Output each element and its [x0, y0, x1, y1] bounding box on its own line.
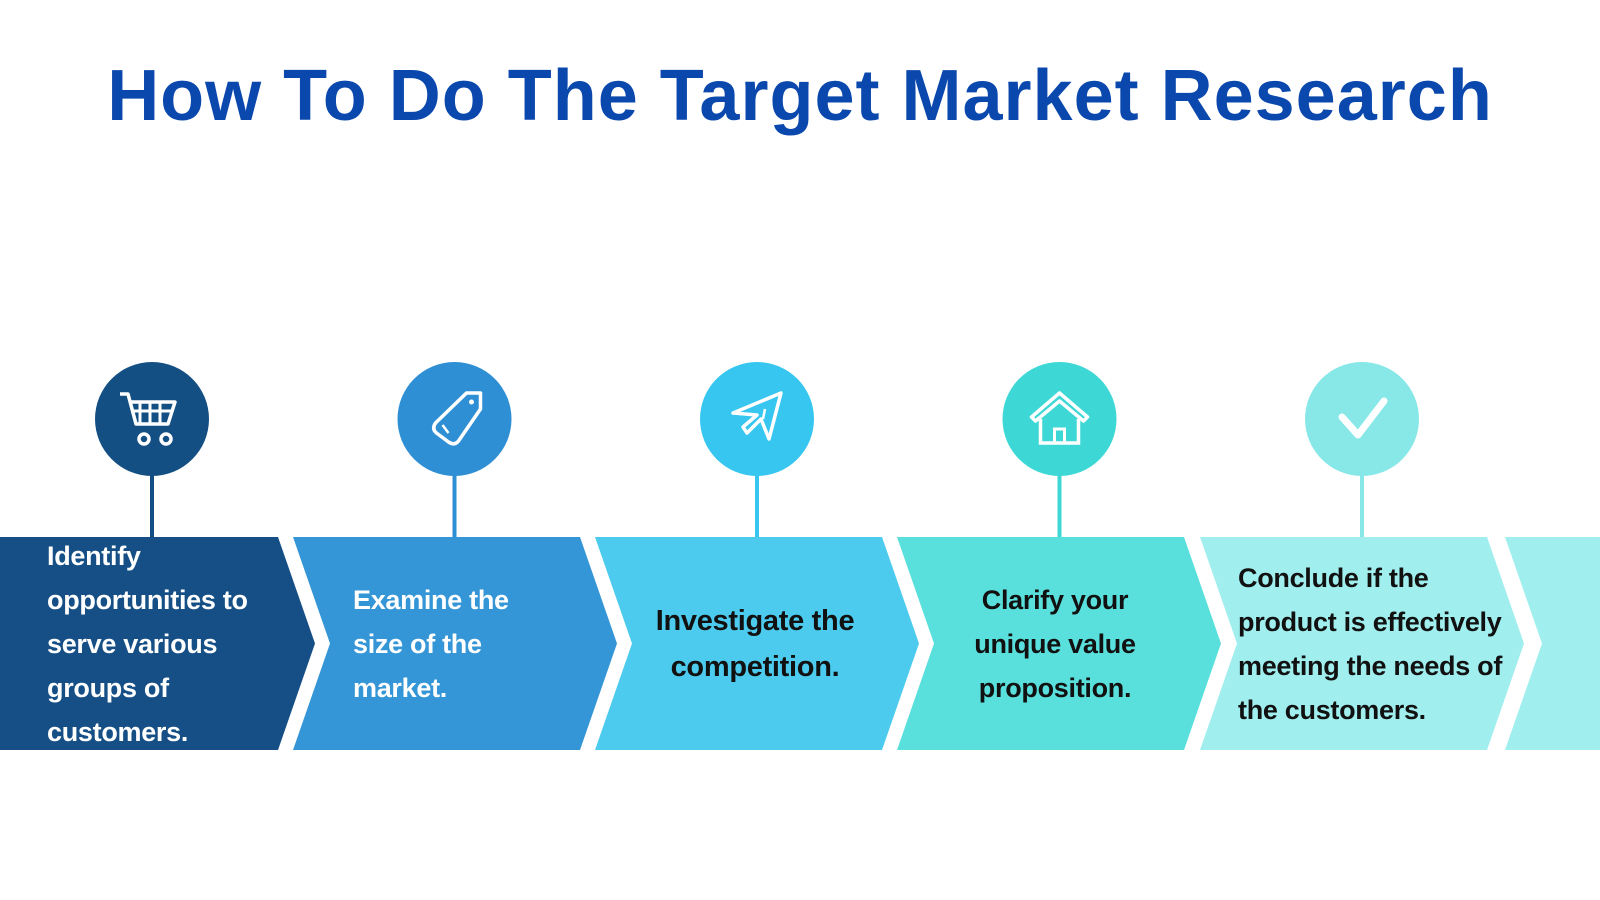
step-1-text: Identify opportunities to serve various … [47, 540, 248, 747]
paper-plane-icon [731, 391, 783, 441]
step-2-circle [397, 362, 512, 476]
step-3-text: Investigate the competition. [655, 604, 855, 683]
step-2-chevron [293, 537, 617, 750]
page-title: How To Do The Target Market Research [107, 56, 1493, 136]
step-1-circle [95, 362, 209, 476]
trailing-chevron [1505, 537, 1600, 750]
step-4-chevron [897, 537, 1221, 750]
step-5-circle [1305, 362, 1419, 476]
step-5-text: Conclude if the product is effectively m… [1238, 562, 1503, 725]
checkmark-icon [1338, 397, 1388, 439]
step-4-text: Clarify your unique value proposition. [974, 584, 1136, 703]
step-5-chevron [1200, 537, 1524, 750]
price-tag-icon [432, 391, 483, 446]
step-4-circle [1002, 362, 1117, 476]
step-1-chevron [0, 537, 315, 750]
step-3-chevron [595, 537, 919, 750]
house-icon [1029, 391, 1090, 445]
step-3-circle [700, 362, 814, 476]
step-2-text: Examine the size of the market. [353, 584, 509, 703]
shopping-cart-icon [120, 392, 177, 446]
